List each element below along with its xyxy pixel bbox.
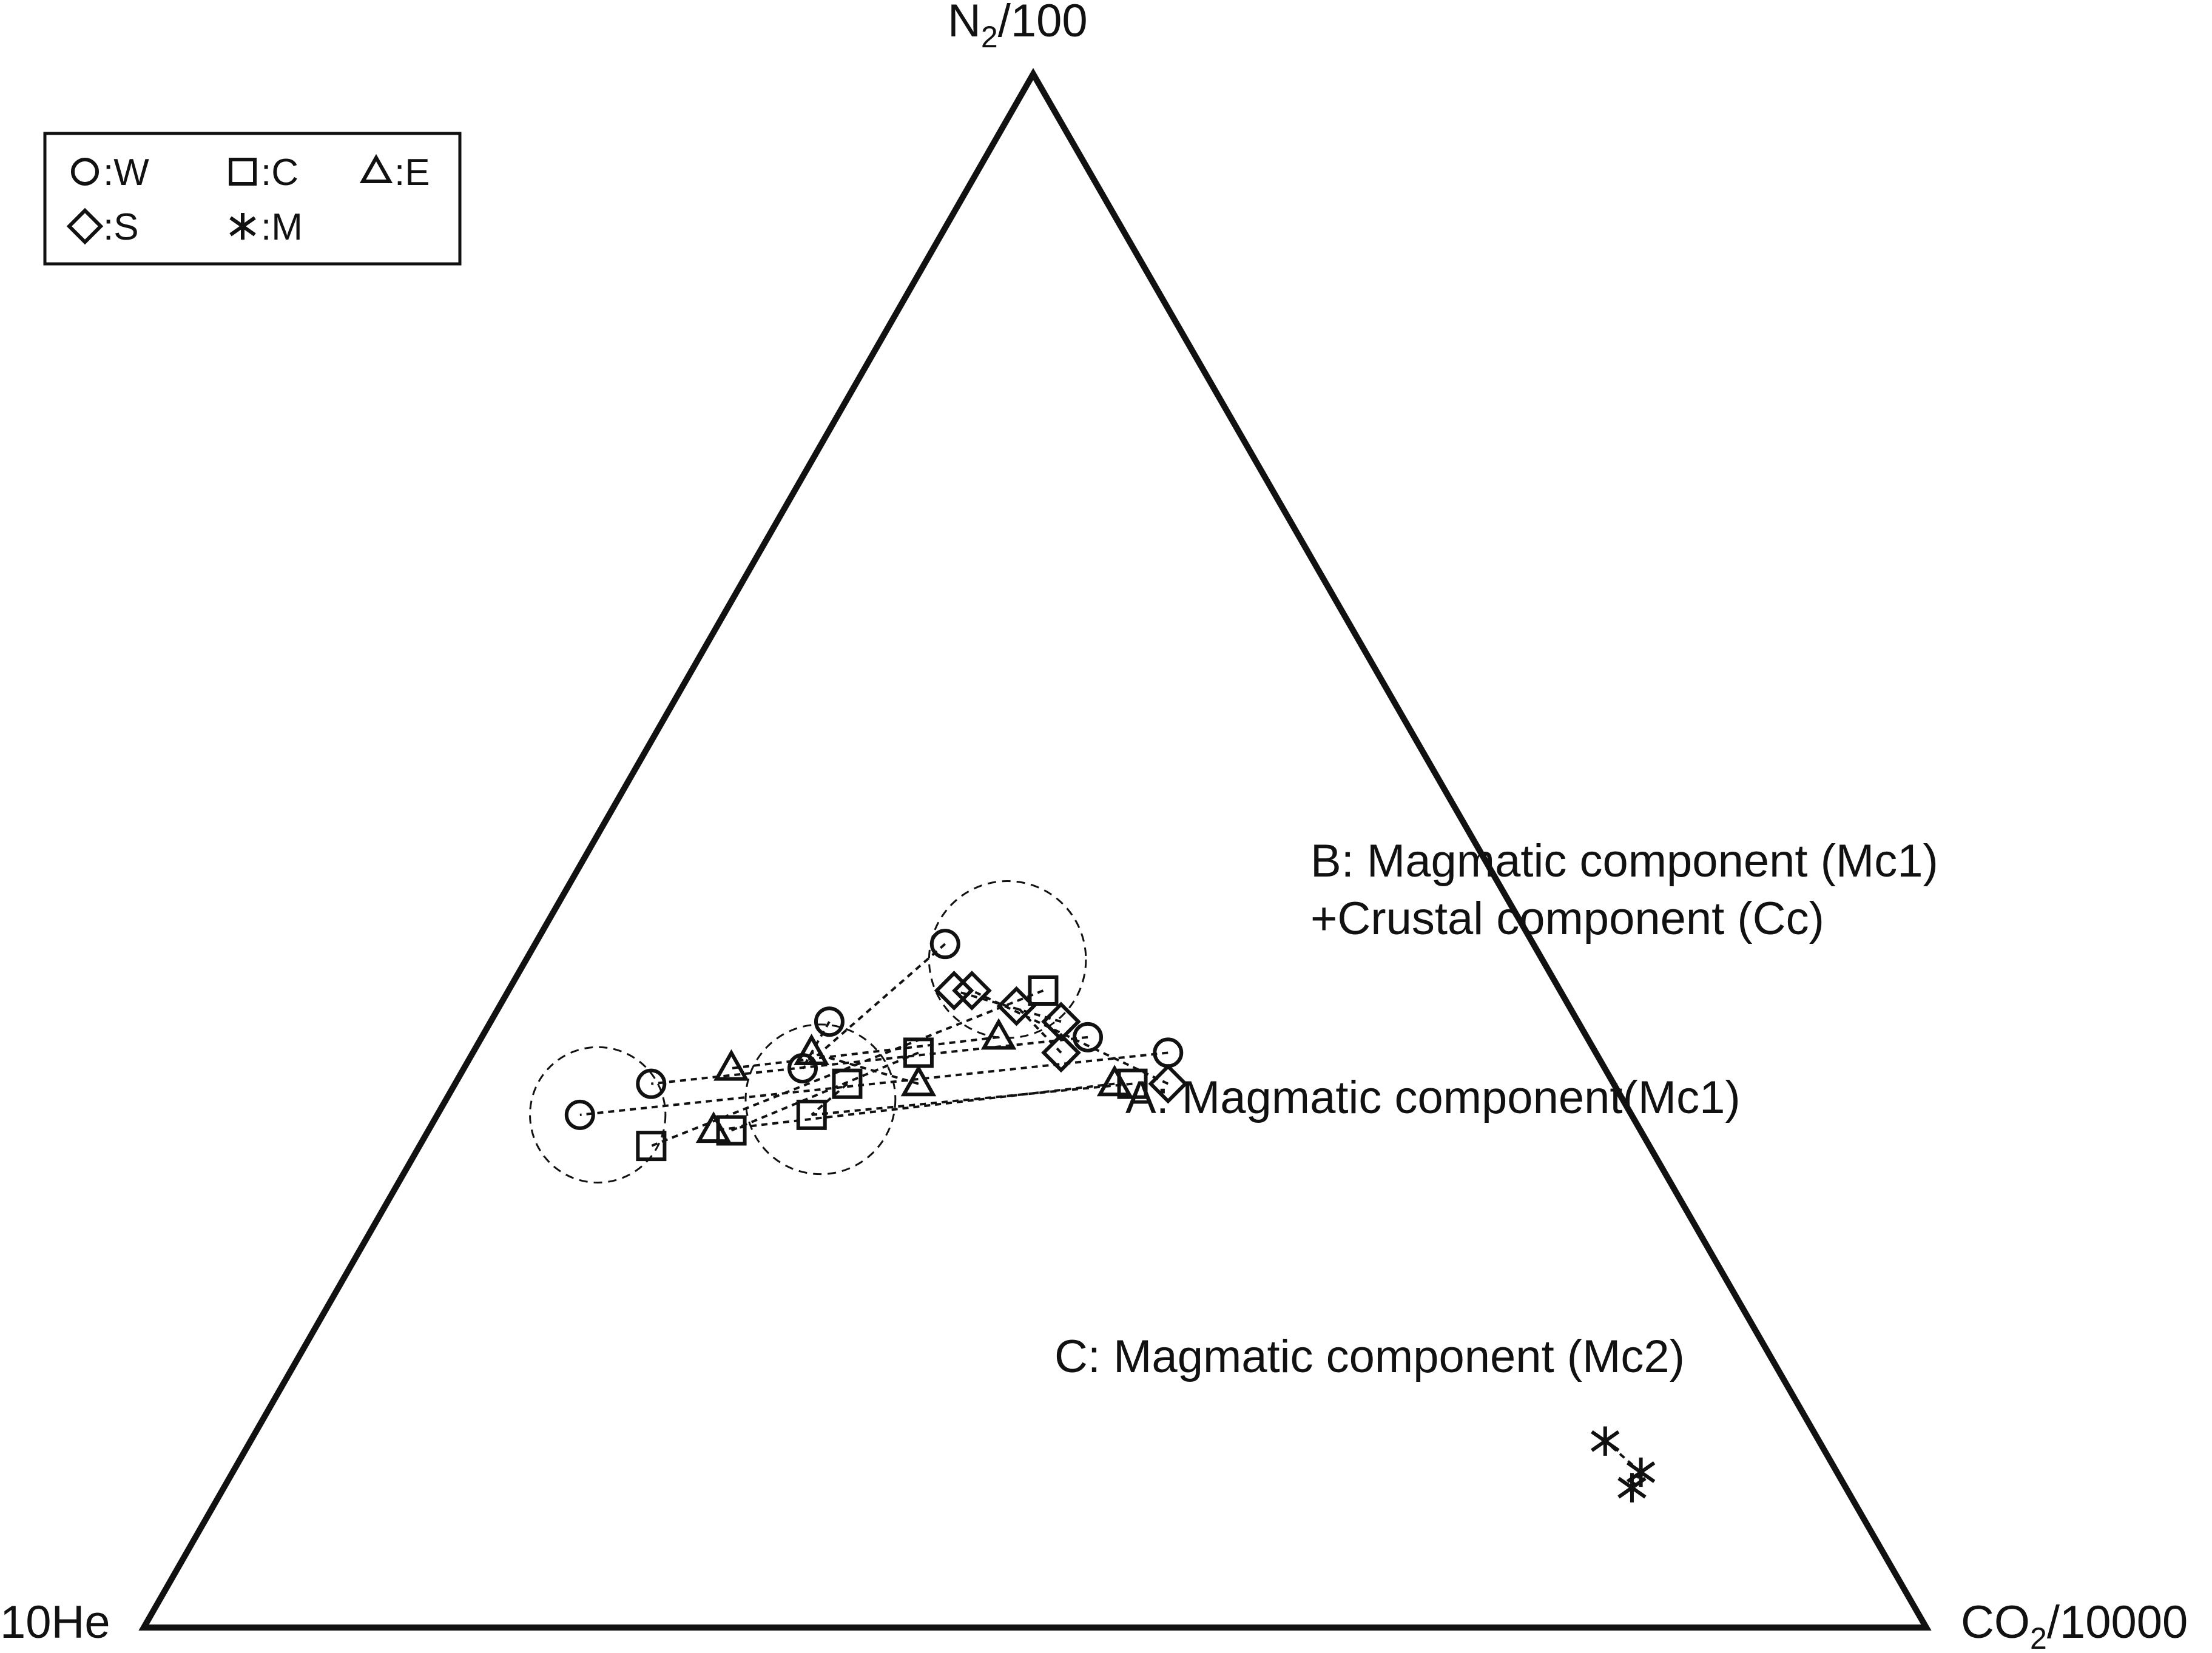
annotation-c: C: Magmatic component (Mc2)	[1054, 1331, 1685, 1382]
diamond-point	[996, 986, 1037, 1026]
vertex-label-top: N2/100	[948, 0, 1088, 54]
circle-point	[1073, 1022, 1103, 1052]
legend: :W :C :E :S :M	[43, 132, 462, 266]
legend-label-circle: :W	[103, 152, 149, 194]
triangle-point	[695, 1111, 732, 1143]
square-point	[636, 1131, 667, 1162]
triangle-point	[980, 1018, 1017, 1050]
legend-marker-asterisk	[229, 213, 256, 240]
annotation-b-line1: B: Magmatic component (Mc1)	[1310, 835, 1938, 887]
diamond-connector	[954, 989, 1062, 1023]
circle-point	[564, 1099, 595, 1130]
annotations: B: Magmatic component (Mc1) +Crustal com…	[1054, 835, 1938, 1382]
legend-marker-square	[229, 158, 257, 186]
diamond-point	[1148, 1063, 1189, 1104]
circle-point	[814, 1006, 845, 1037]
vertex-label-left: 10He	[0, 1597, 110, 1648]
group-circle-1	[744, 1023, 897, 1176]
triangle-point	[1096, 1065, 1133, 1097]
connectors	[579, 943, 1642, 1489]
asterisk-connector	[1604, 1440, 1642, 1473]
asterisk-point	[1591, 1426, 1620, 1456]
asterisk-point	[1626, 1457, 1656, 1487]
square-point	[1028, 975, 1059, 1006]
circle-point	[929, 929, 960, 960]
legend-box	[43, 132, 462, 266]
triangle-point	[900, 1065, 937, 1097]
square-point	[1117, 1068, 1148, 1099]
triangle-connector	[713, 1082, 1115, 1132]
circle-point	[636, 1068, 667, 1099]
markers	[564, 929, 1656, 1503]
triangle-point	[713, 1049, 749, 1081]
legend-label-asterisk: :M	[261, 206, 303, 248]
diamond-point	[1041, 1032, 1081, 1073]
circle-connector	[801, 943, 946, 1069]
legend-label-diamond: :S	[103, 206, 139, 248]
annotation-a: A: Magmatic component(Mc1)	[1125, 1072, 1741, 1123]
triangle-point	[794, 1034, 829, 1066]
legend-marker-diamond	[66, 207, 104, 245]
legend-marker-circle	[71, 158, 99, 186]
vertex-label-right: CO2/10000	[1961, 1597, 2188, 1653]
square-connector	[730, 1051, 919, 1132]
square-point	[796, 1099, 827, 1130]
legend-label-triangle: :E	[394, 152, 430, 194]
diamond-point	[934, 971, 974, 1011]
diamond-point	[952, 971, 992, 1011]
circle-connector	[579, 1051, 1168, 1116]
triangle-connector	[811, 1051, 919, 1085]
diamond-connector	[971, 989, 1169, 1085]
group-circle-2	[529, 1046, 667, 1184]
diamond-point	[1041, 1002, 1081, 1042]
square-point	[832, 1068, 863, 1099]
triangle-connector	[731, 1035, 999, 1070]
square-point	[716, 1115, 747, 1146]
annotation-b-line2: +Crustal component (Cc)	[1310, 893, 1824, 944]
legend-label-square: :C	[261, 152, 298, 194]
ternary-frame	[138, 67, 1932, 1631]
square-connector	[811, 1083, 848, 1116]
legend-marker-triangle	[359, 153, 393, 183]
